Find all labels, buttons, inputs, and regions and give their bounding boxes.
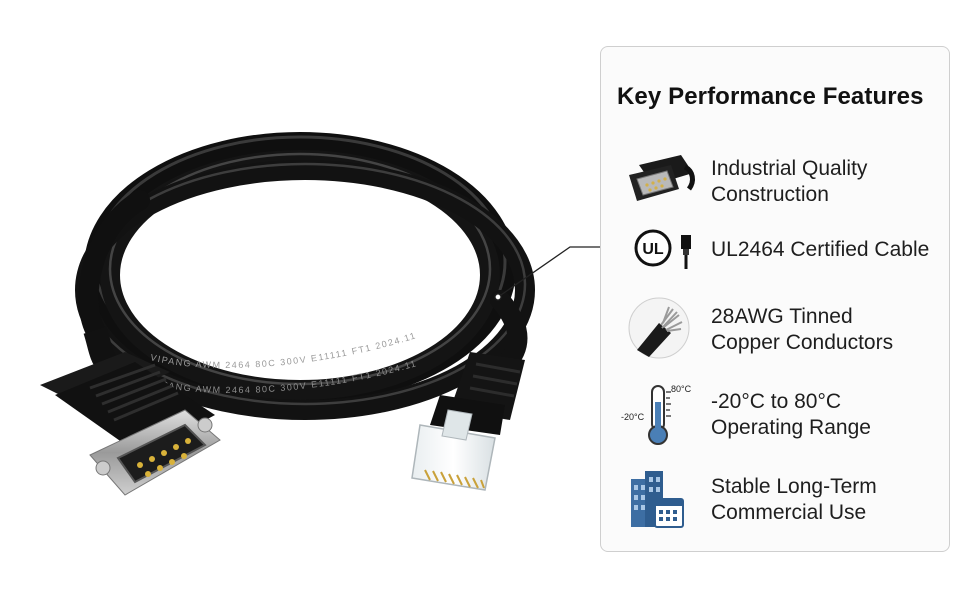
svg-text:VIPANG AWM 2464 80C 300V: VIPANG AWM 2464 80C 300V E11111 FT1 2024… <box>149 330 417 370</box>
temp-high-label: 80°C <box>671 384 692 394</box>
db9-connector-icon <box>619 147 699 217</box>
db9-connector <box>40 326 221 496</box>
feature-line-1: Industrial Quality <box>711 157 868 180</box>
ul-certified-icon: UL <box>619 215 699 285</box>
feature-line-1: Stable Long-Term <box>711 475 877 498</box>
feature-item-copper-conductors: 28AWG Tinned Copper Conductors <box>601 295 951 365</box>
copper-conductor-icon <box>619 295 699 365</box>
feature-item-operating-range: 80°C -20°C -20°C to 80°C Operating Range <box>601 380 951 450</box>
feature-item-commercial-use: Stable Long-Term Commercial Use <box>601 465 951 535</box>
cable-print-outer: VIPANG AWM 2464 80C 300V E11111 FT1 2024… <box>149 330 416 370</box>
panel-title: Key Performance Features <box>617 83 924 110</box>
rj45-connector <box>411 352 525 491</box>
building-calendar-icon <box>619 465 699 535</box>
feature-line-2: Construction <box>711 183 829 206</box>
ul-mark-text: UL <box>642 241 664 258</box>
thermometer-icon: 80°C -20°C <box>619 380 699 450</box>
feature-line-1: -20°C to 80°C <box>711 390 842 413</box>
features-panel: Key Performance Features Industrial Qual… <box>600 46 950 552</box>
feature-line-2: Commercial Use <box>711 501 867 524</box>
feature-line-2: Copper Conductors <box>711 331 894 354</box>
cable-product-image: VIPANG AWM 2464 80C 300V E11111 FT1 2024… <box>40 132 535 496</box>
feature-line-1: UL2464 Certified Cable <box>711 238 930 261</box>
temp-low-label: -20°C <box>621 412 645 422</box>
feature-line-1: 28AWG Tinned <box>711 305 853 328</box>
feature-line-2: Operating Range <box>711 416 871 439</box>
feature-item-industrial-quality: Industrial Quality Construction <box>601 147 951 217</box>
feature-item-ul-certified: UL UL2464 Certified Cable <box>601 215 951 285</box>
